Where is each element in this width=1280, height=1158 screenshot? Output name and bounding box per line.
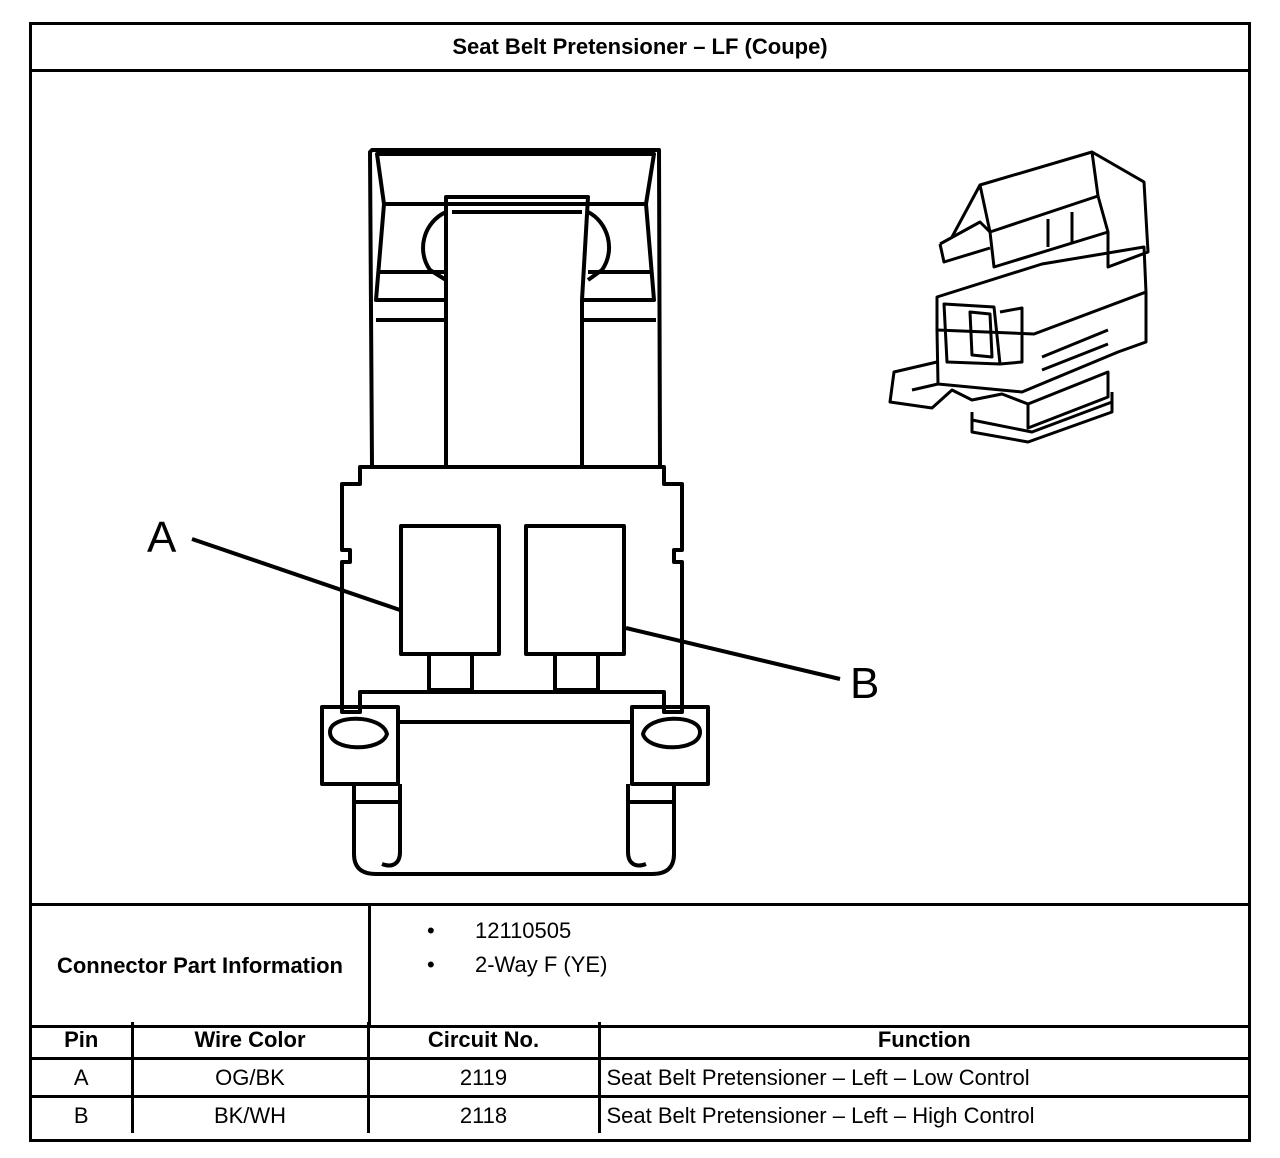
connector-type: 2-Way F (YE) [371, 948, 607, 982]
connector-info-label: Connector Part Information [32, 906, 371, 1025]
pin-table-header: Pin Wire Color Circuit No. Function [32, 1022, 1248, 1060]
connector-top-housing [368, 148, 662, 469]
connector-isometric-view [888, 150, 1150, 444]
connector-sheet: Seat Belt Pretensioner – LF (Coupe) [29, 22, 1251, 1142]
connector-body [340, 465, 684, 714]
cavity-b [524, 524, 626, 656]
table-row: B BK/WH 2118 Seat Belt Pretensioner – Le… [32, 1095, 1248, 1133]
part-number: 12110505 [371, 914, 607, 948]
connector-diagram: A B [147, 148, 1150, 876]
function-cell: Seat Belt Pretensioner – Left – High Con… [597, 1095, 1248, 1133]
pin-table: Pin Wire Color Circuit No. Function A OG… [32, 1022, 1248, 1133]
leader-a [191, 537, 401, 612]
function-cell: Seat Belt Pretensioner – Left – Low Cont… [597, 1057, 1248, 1098]
header-circuit: Circuit No. [366, 1022, 601, 1060]
terminal-tab-a [427, 652, 474, 692]
right-ear [630, 705, 710, 786]
circuit-cell: 2119 [366, 1057, 601, 1098]
wire-color-cell: BK/WH [130, 1095, 370, 1133]
terminal-tab-b [553, 652, 600, 692]
page-title: Seat Belt Pretensioner – LF (Coupe) [32, 25, 1248, 72]
callout-a: A [147, 513, 177, 562]
pin-cell: B [32, 1095, 134, 1133]
header-wire-color: Wire Color [130, 1022, 370, 1060]
leader-b [625, 626, 841, 681]
callout-b: B [850, 659, 879, 708]
table-row: A OG/BK 2119 Seat Belt Pretensioner – Le… [32, 1057, 1248, 1098]
circuit-cell: 2118 [366, 1095, 601, 1133]
connector-part-info: Connector Part Information 12110505 2-Wa… [32, 903, 1248, 1028]
wire-color-cell: OG/BK [130, 1057, 370, 1098]
connector-info-list: 12110505 2-Way F (YE) [371, 914, 607, 982]
pin-cell: A [32, 1057, 134, 1098]
cavity-a [399, 524, 501, 656]
header-pin: Pin [32, 1022, 134, 1060]
header-function: Function [597, 1022, 1248, 1060]
bottom-retainer [352, 784, 676, 876]
